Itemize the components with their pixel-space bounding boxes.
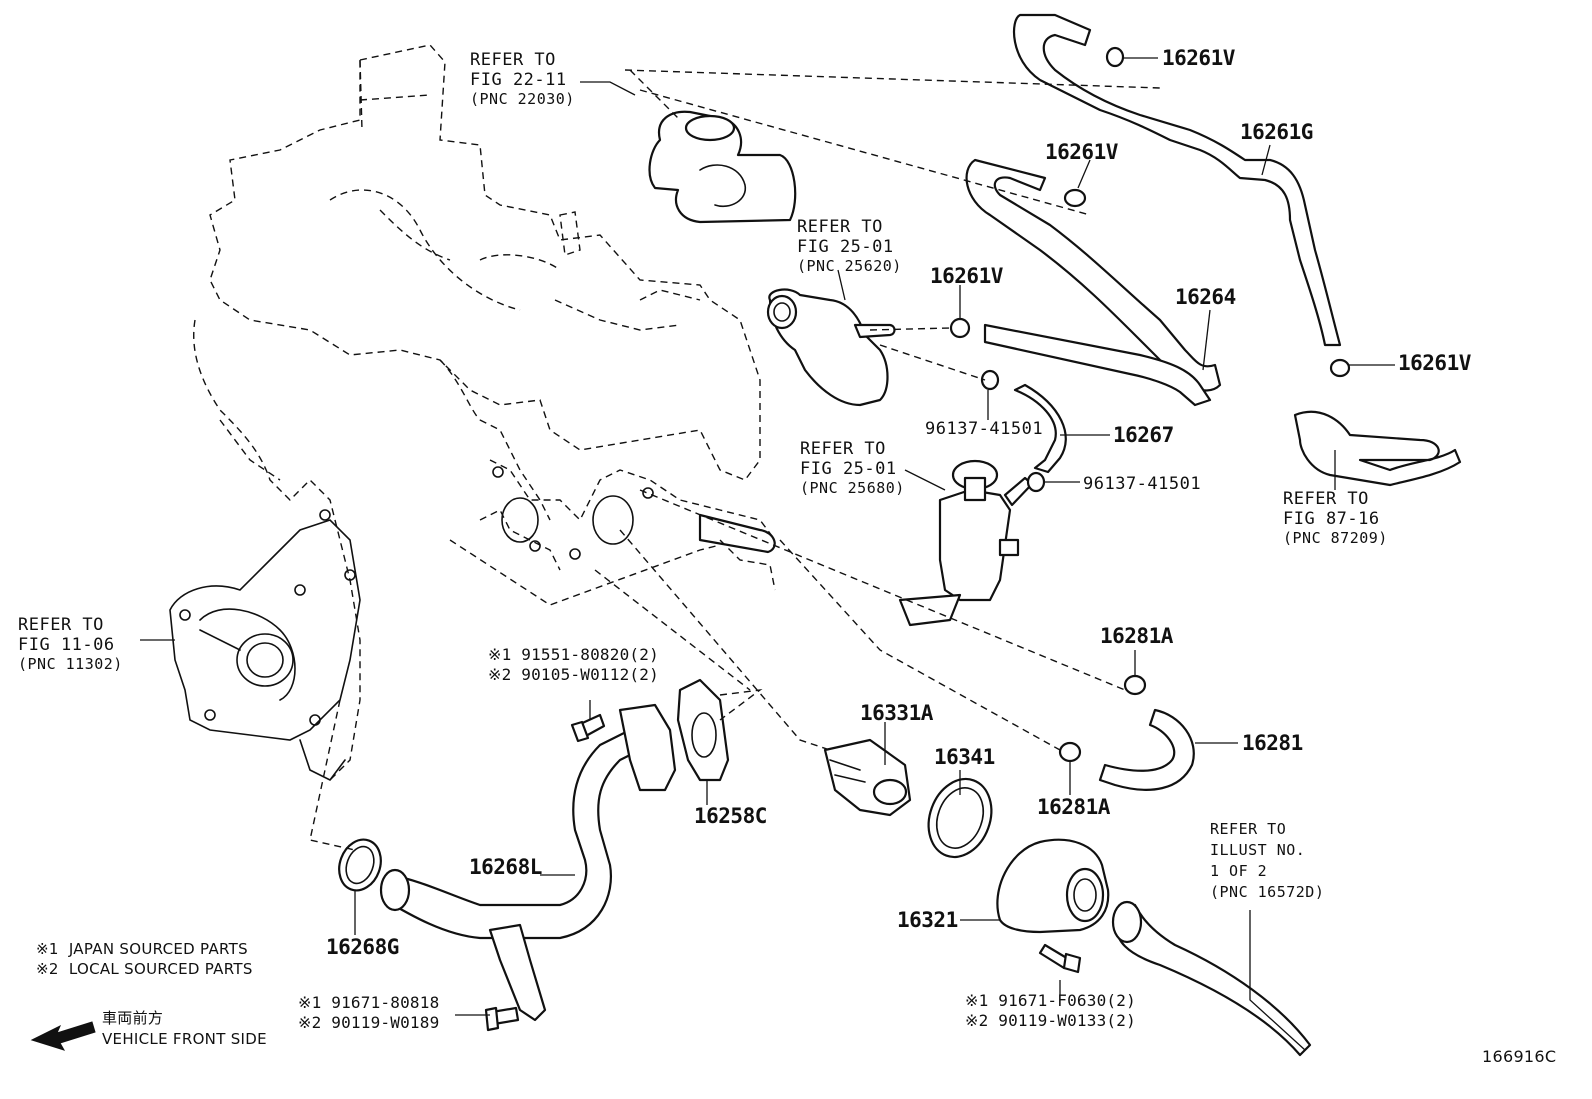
refer-line: FIG 11-06	[18, 635, 115, 655]
leader-lines	[140, 57, 1395, 1051]
part-label-16261v-a: 16261V	[1162, 46, 1235, 70]
part-label-16261v-b: 16261V	[1045, 140, 1118, 164]
part-label-16261g: 16261G	[1240, 120, 1313, 144]
figure-id: 166916C	[1482, 1047, 1557, 1066]
refer-line: FIG 25-01	[800, 459, 897, 479]
bolt-label-1a: ※1 91551-80820(2)	[488, 645, 659, 664]
legend-local: ※2 LOCAL SOURCED PARTS	[36, 960, 253, 978]
bypass-unit	[898, 459, 1034, 627]
part-label-16258c: 16258C	[694, 804, 767, 828]
refer-line: REFER TO	[470, 50, 556, 70]
refer-line: (PNC 25680)	[800, 479, 905, 497]
part-label-16261v-c: 16261V	[930, 264, 1003, 288]
refer-line: FIG 22-11	[470, 70, 567, 90]
refer-line: REFER TO	[797, 217, 883, 237]
part-label-16341: 16341	[934, 745, 995, 769]
thermostat-cover-16321	[996, 838, 1110, 934]
refer-line: ILLUST NO.	[1210, 841, 1306, 859]
air-valve-assembly	[766, 288, 896, 407]
refer-line: 1 OF 2	[1210, 862, 1268, 880]
thermostat-16331a	[823, 738, 912, 817]
refer-block-25680: REFER TO FIG 25-01 (PNC 25680)	[800, 441, 905, 496]
refer-line: REFER TO	[1210, 820, 1287, 838]
hose-16267	[1013, 383, 1067, 474]
part-label-16281a-a: 16281A	[1100, 624, 1173, 648]
refer-block-87209: REFER TO FIG 87-16 (PNC 87209)	[1283, 491, 1388, 546]
bolt-2	[484, 1006, 520, 1032]
refer-line: REFER TO	[1283, 489, 1369, 509]
assembly-lines	[309, 69, 1161, 851]
refer-line: REFER TO	[800, 439, 886, 459]
bolt-label-3b: ※2 90119-W0133(2)	[965, 1011, 1136, 1030]
refer-line: (PNC 11302)	[18, 655, 123, 673]
engine-block-outline	[193, 44, 761, 781]
hose-16261g	[1012, 13, 1342, 347]
water-pump-outline	[169, 509, 361, 782]
refer-block-16572d: REFER TO ILLUST NO. 1 OF 2 (PNC 16572D)	[1210, 822, 1324, 900]
water-pipe-16268l	[379, 703, 677, 1022]
refer-line: REFER TO	[18, 615, 104, 635]
arrow-left-icon	[30, 1021, 96, 1051]
part-label-96137-b: 96137-41501	[1083, 474, 1202, 494]
refer-line: (PNC 87209)	[1283, 529, 1388, 547]
refer-line: (PNC 22030)	[470, 90, 575, 108]
part-label-16281: 16281	[1242, 731, 1303, 755]
part-label-16261v-d: 16261V	[1398, 351, 1471, 375]
refer-line: FIG 25-01	[797, 237, 894, 257]
hose-16264-branch	[983, 323, 1212, 407]
bolt-label-2b: ※2 90119-W0189	[298, 1013, 440, 1032]
refer-line: FIG 87-16	[1283, 509, 1380, 529]
part-label-16268l: 16268L	[469, 855, 542, 879]
throttle-body	[648, 110, 797, 224]
refer-line: (PNC 16572D)	[1210, 883, 1325, 901]
bolt-label-1b: ※2 90105-W0112(2)	[488, 665, 659, 684]
part-label-96137-a: 96137-41501	[925, 419, 1044, 439]
gasket-16268g	[338, 838, 382, 892]
refer-block-25620: REFER TO FIG 25-01 (PNC 25620)	[797, 219, 902, 274]
bolt-label-3a: ※1 91671-F0630(2)	[965, 991, 1136, 1010]
part-label-16331a: 16331A	[860, 701, 933, 725]
cylinder-head-outline	[449, 459, 776, 606]
bolt-1	[570, 713, 606, 743]
hose-16264	[965, 158, 1222, 392]
bolt-label-2a: ※1 91671-80818	[298, 993, 440, 1012]
hose-radiator	[1116, 903, 1312, 1057]
direction-jp: 車両前方	[102, 1009, 164, 1027]
legend-japan: ※1 JAPAN SOURCED PARTS	[36, 940, 248, 958]
part-label-16264: 16264	[1175, 285, 1236, 309]
part-label-16267: 16267	[1113, 423, 1174, 447]
part-label-16268g: 16268G	[326, 935, 399, 959]
refer-line: (PNC 25620)	[797, 257, 902, 275]
part-label-16321: 16321	[897, 908, 958, 932]
refer-block-11302: REFER TO FIG 11-06 (PNC 11302)	[18, 617, 123, 672]
gasket-16258c	[676, 678, 730, 782]
refer-block-22030: REFER TO FIG 22-11 (PNC 22030)	[470, 52, 575, 107]
clamps	[949, 46, 1351, 763]
bolt-3	[1038, 943, 1082, 974]
part-label-16281a-b: 16281A	[1037, 795, 1110, 819]
gasket-16341	[927, 777, 993, 859]
heater-pipe	[1293, 410, 1462, 487]
direction-en: VEHICLE FRONT SIDE	[102, 1030, 267, 1048]
hose-16281	[1098, 708, 1195, 791]
